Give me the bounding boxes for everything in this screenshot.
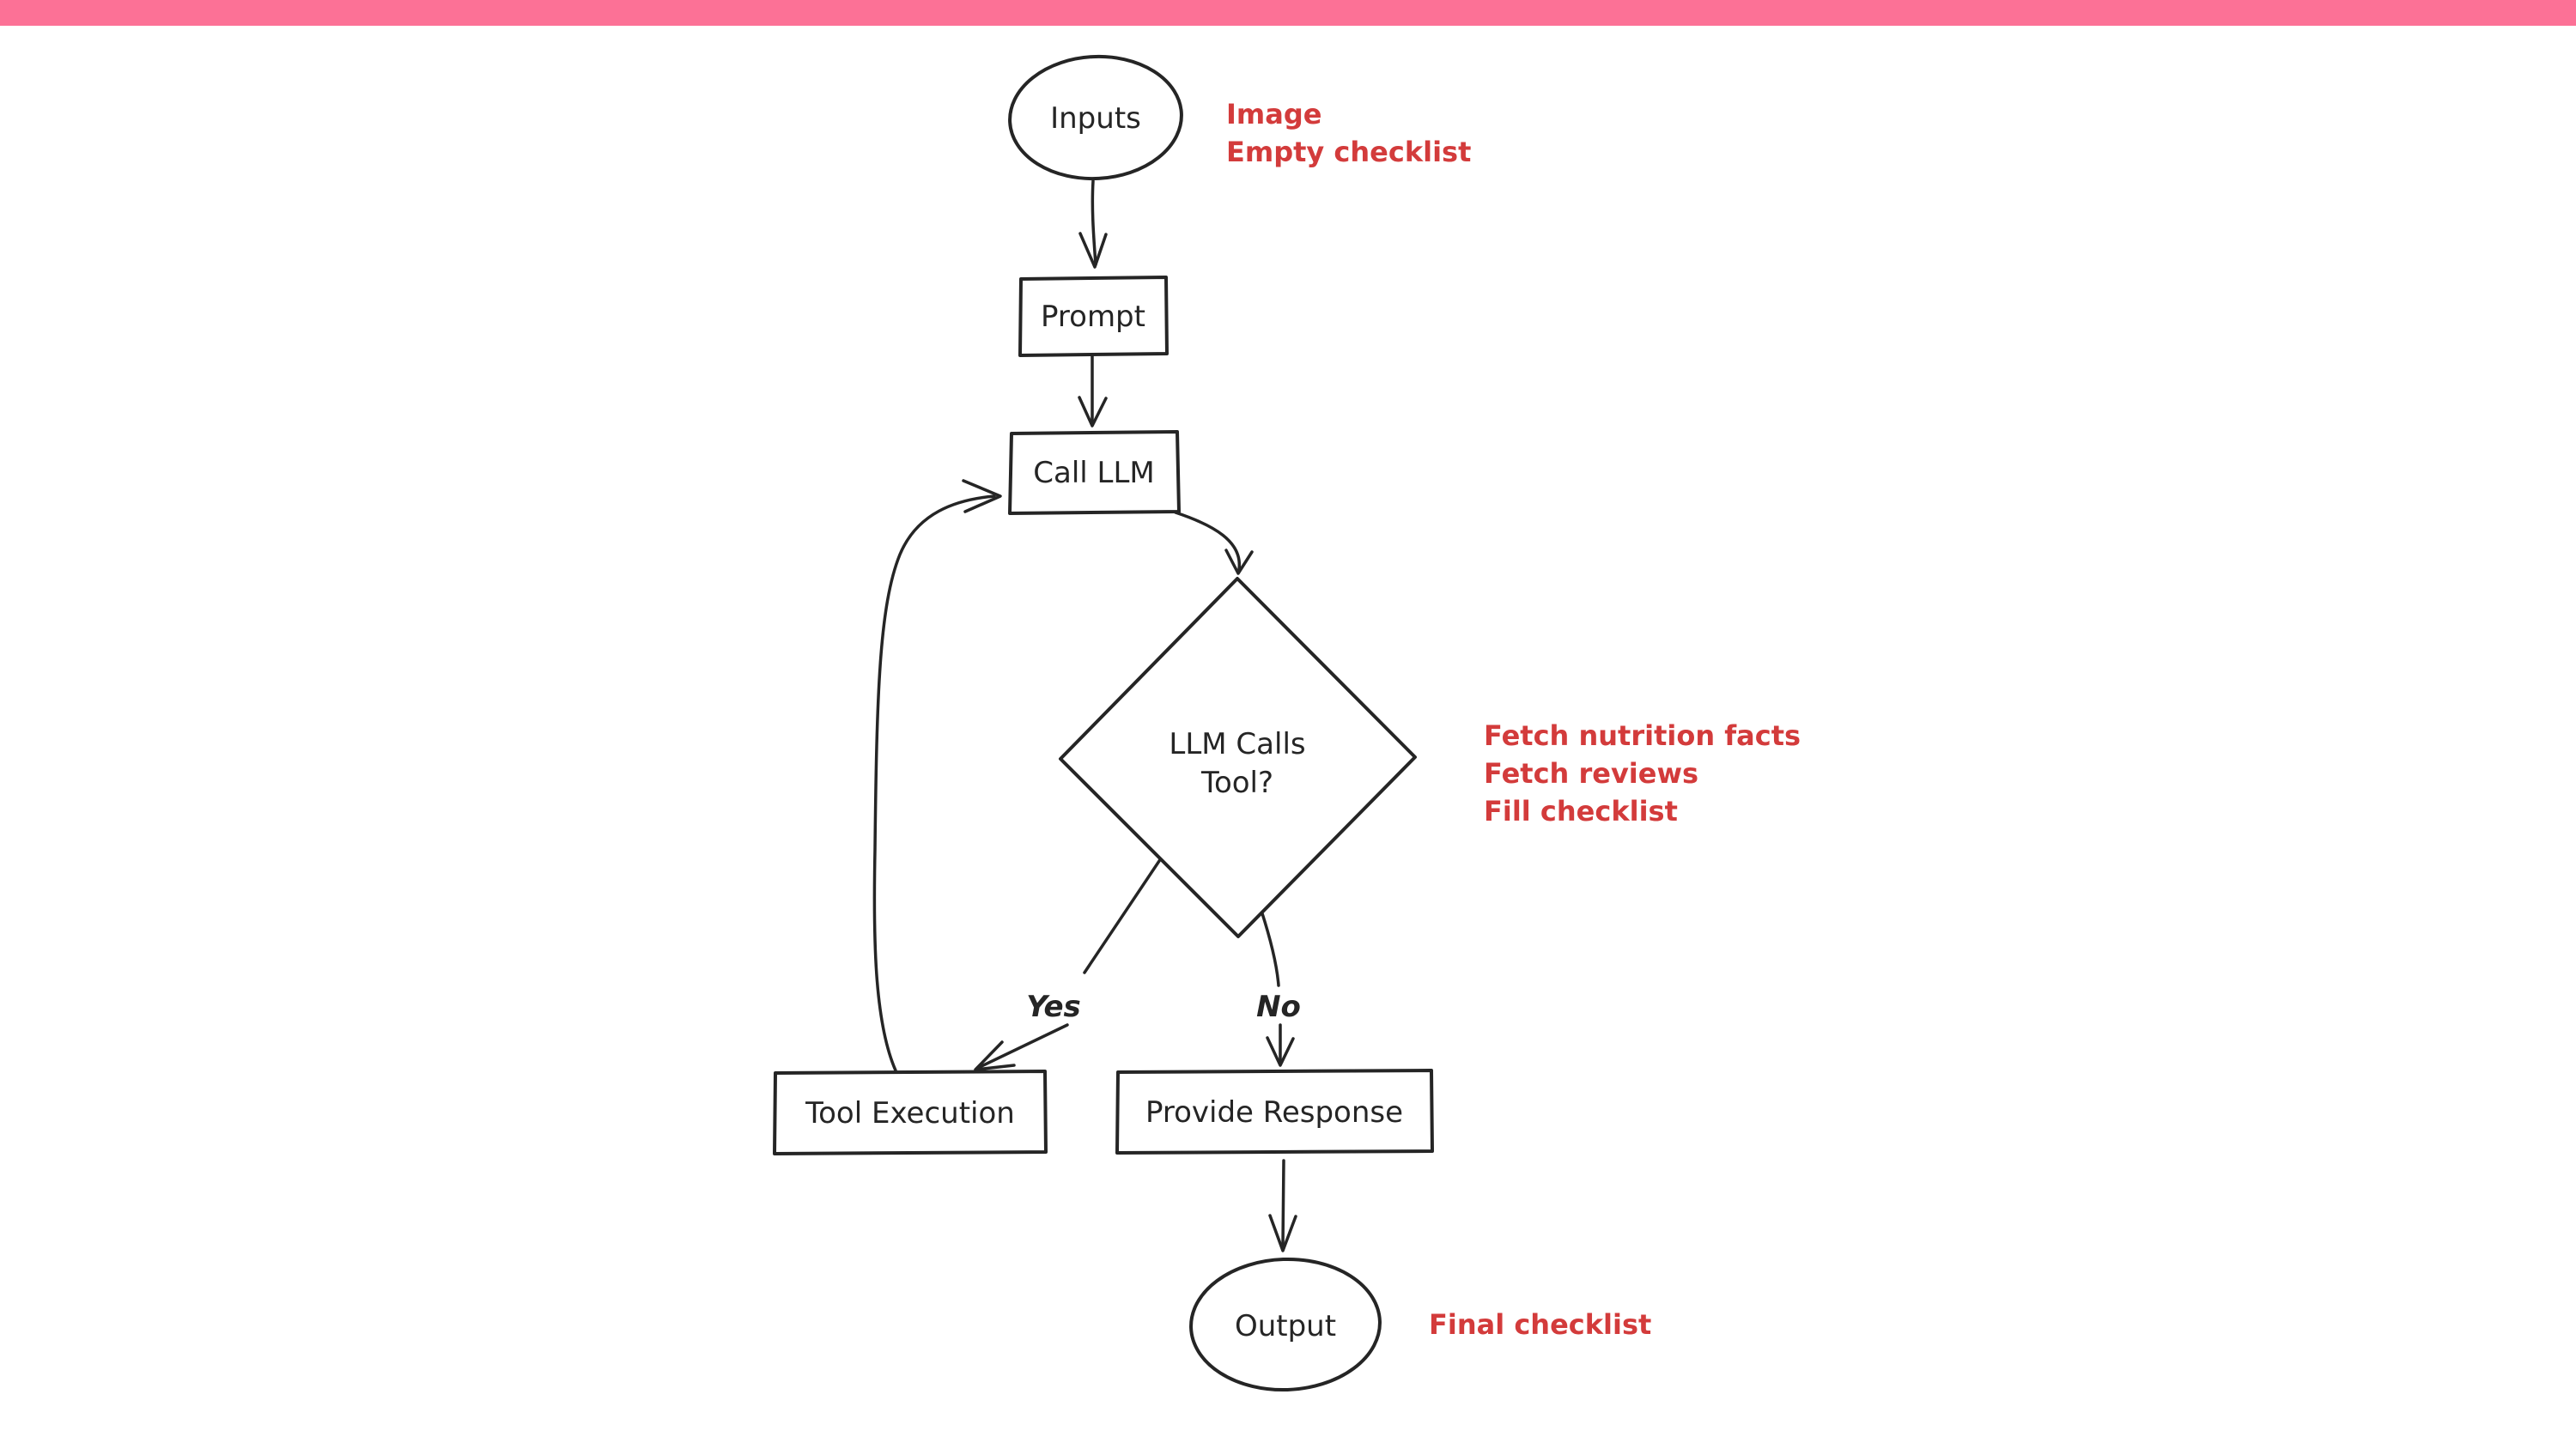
decision-label-line1: LLM Calls [1169,727,1305,761]
output-label: Output [1235,1309,1336,1343]
arrowhead-down-icon [1078,232,1108,269]
prompt-rect-shape [1018,276,1169,357]
arrowhead-right-icon [962,479,1002,513]
tool-execution-rect-shape [773,1070,1048,1155]
output-ellipse-shape [1189,1257,1382,1392]
edge-line [1281,1159,1285,1248]
node-prompt: Prompt [1018,276,1169,357]
annotation-line: Final checklist [1429,1308,1651,1341]
inputs-ellipse-shape [1008,54,1183,181]
annotation-line: Empty checklist [1226,136,1471,168]
edge-provide-response-to-output [1268,1159,1297,1252]
annotation-line: Image [1226,98,1321,130]
edge-decision-no-to-provide-response [1260,909,1295,1067]
provide-response-rect-shape [1115,1069,1434,1155]
node-call-llm: Call LLM [1008,430,1181,515]
node-output: Output [1189,1257,1382,1392]
annotation-output-note: Final checklist [1429,1308,1651,1341]
arrowhead-down-icon [1224,549,1254,575]
decision-diamond-shape [1059,577,1417,938]
annotation-line: Fill checklist [1484,795,1678,828]
tool-execution-label: Tool Execution [805,1096,1015,1131]
node-llm-calls-tool-decision: LLM Calls Tool? [1059,577,1417,938]
edge-inputs-to-prompt [1078,179,1108,269]
annotation-inputs-note: Image Empty checklist [1226,98,1471,168]
annotation-line: Fetch nutrition facts [1484,719,1801,752]
branch-label-yes: Yes [1026,990,1081,1024]
inputs-label: Inputs [1050,101,1141,136]
edge-line-upper [1260,909,1280,987]
decision-label-line2: Tool? [1200,766,1273,800]
annotation-tool-note: Fetch nutrition facts Fetch reviews Fill… [1484,719,1801,828]
top-accent-bar [0,0,2576,26]
node-provide-response: Provide Response [1115,1069,1434,1155]
node-inputs: Inputs [1008,54,1183,181]
arrowhead-down-icon [1268,1214,1297,1252]
arrowhead-down-icon [1078,396,1108,427]
branch-label-no: No [1256,990,1301,1024]
edge-line-upper [1083,857,1163,974]
arrowhead-down-icon [1266,1036,1295,1067]
edge-tool-execution-loop-to-call-llm [872,479,1002,1072]
edge-line [1091,179,1097,266]
call-llm-rect-shape [1008,430,1181,515]
edge-decision-yes-to-tool-execution [974,857,1163,1071]
edge-line [872,494,996,1072]
edge-prompt-to-call-llm [1078,355,1108,427]
node-tool-execution: Tool Execution [773,1070,1048,1155]
call-llm-label: Call LLM [1033,456,1155,490]
edge-line-lower [976,1023,1069,1070]
edge-call-llm-to-decision [1174,511,1254,575]
edge-line [1174,511,1241,571]
arrowhead-down-left-icon [974,1040,1016,1071]
annotation-line: Fetch reviews [1484,757,1698,790]
prompt-label: Prompt [1041,300,1145,334]
provide-response-label: Provide Response [1145,1095,1403,1130]
